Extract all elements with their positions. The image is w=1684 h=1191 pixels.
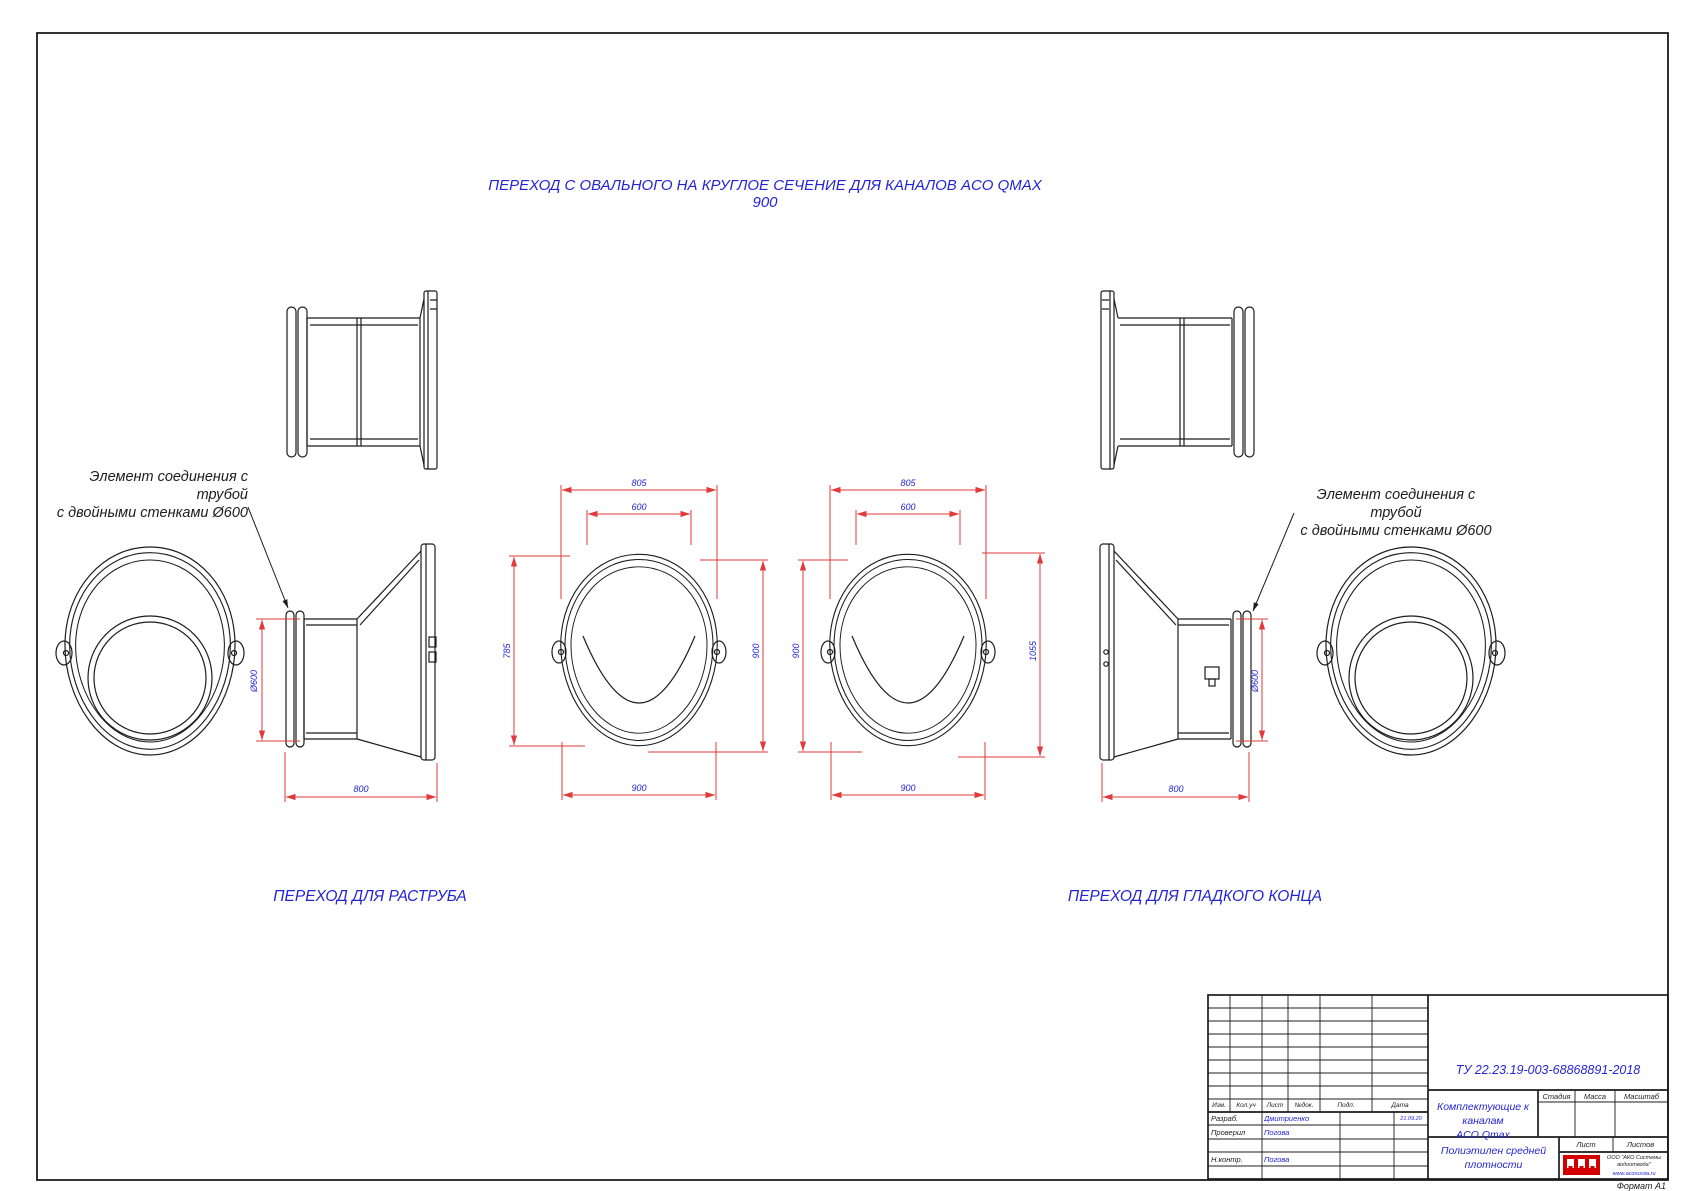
material-cell: Полиэтилен средней плотности [1430,1144,1557,1172]
dim-oval1-inner-width: 600 [631,502,646,512]
doc-title: Комплектующие к каналам ACO Qmax [1430,1100,1536,1142]
stage-label: Стадия [1542,1091,1571,1101]
rev-header-podp: Подп. [1337,1102,1355,1109]
annotation-right-line2: с двойными стенками Ø600 [1300,523,1492,539]
dim-oval1-outer-width: 805 [631,478,647,488]
title-block-lines [1207,994,1669,1180]
doc-title-line2: ACO Qmax [1456,1129,1510,1141]
rev-header-ndok: №док. [1294,1102,1314,1109]
spigot-oval-front-view [1316,546,1506,756]
dimension-values: 800 Ø600 800 Ø600 805 600 785 900 900 80… [249,478,1260,794]
socket-transition-profile [285,543,437,761]
dim-spigot-length: 800 [1168,784,1183,794]
company-line2: водоотвода" [1617,1161,1651,1168]
caption-spigot: ПЕРЕХОД ДЛЯ ГЛАДКОГО КОНЦА [1067,888,1323,905]
sheet-label: Лист [1576,1140,1596,1149]
socket-coupling-top-view [286,290,438,470]
company-site: www.acorussia.ru [1612,1171,1656,1177]
annotation-left-line2: с двойными стенками Ø600 [56,505,248,521]
sig-name-proveril: Погова [1264,1127,1290,1137]
dim-oval2-outer-width: 805 [900,478,916,488]
socket-oval-front-view [55,546,245,756]
spigot-coupling-top-view [1100,290,1255,470]
sig-name-razrab: Дмитриенко [1264,1114,1310,1123]
annotation-leaders [247,506,1295,612]
sig-role-razrab: Разраб. [1211,1114,1239,1123]
sheets-label: Листов [1626,1140,1655,1149]
format-label: Формат А1 [1616,1181,1666,1191]
company-line1: ООО "АКО Системы [1606,1155,1662,1161]
rev-header-data: Дата [1391,1102,1409,1109]
drawing-title: ПЕРЕХОД С ОВАЛЬНОГО НА КРУГЛОЕ СЕЧЕНИЕ Д… [488,177,1042,211]
scale-label: Масштаб [1623,1091,1660,1101]
spigot-transition-profile [1099,543,1252,761]
mass-label: Масса [1583,1091,1607,1101]
sig-role-nkontr: Н.контр. [1211,1154,1243,1164]
rev-header-izm: Изм. [1212,1102,1226,1109]
company-cell: ООО "АКО Системы водоотвода" www.acoruss… [1602,1155,1666,1178]
annotation-right-line1: Элемент соединения с трубой [1316,487,1476,521]
dim-oval2-bottom-width: 900 [900,783,915,793]
oval-section-view-2 [820,553,996,747]
sig-role-proveril: Проверил [1211,1127,1246,1137]
rev-header-list: Лист [1266,1102,1284,1109]
oval-section-view-1 [551,553,727,747]
annotation-left: Элемент соединения с трубой с двойными с… [48,468,248,522]
dim-oval1-bottom-width: 900 [631,783,646,793]
dim-oval2-inner-width: 600 [900,502,915,512]
annotation-right: Элемент соединения с трубой с двойными с… [1296,486,1496,540]
rev-header-koluch: Кол.уч [1236,1102,1256,1109]
dim-spigot-diameter: Ø600 [1250,670,1260,693]
dim-socket-diameter: Ø600 [249,670,259,693]
sig-date-razrab: 21.09.20 [1400,1115,1422,1122]
dimension-lines [256,485,1268,802]
tu-number: ТУ 22.23.19-003-68868891-2018 [1455,1063,1641,1077]
sig-name-nkontr: Погова [1264,1154,1290,1164]
sheet-frame [36,32,1669,1181]
doc-title-line1: Комплектующие к каналам [1437,1101,1529,1127]
material-line2: плотности [1464,1159,1523,1171]
dim-oval2-left-height: 900 [791,643,801,658]
aco-logo [1563,1155,1600,1175]
caption-socket: ПЕРЕХОД ДЛЯ РАСТРУБА [273,888,467,905]
annotation-left-line1: Элемент соединения с трубой [89,469,248,503]
material-line1: Полиэтилен средней [1440,1145,1547,1157]
dim-oval1-left-height: 785 [502,643,512,659]
dim-oval2-right-height: 1055 [1028,640,1038,661]
dim-socket-length: 800 [353,784,368,794]
dim-oval1-right-height: 900 [751,643,761,658]
